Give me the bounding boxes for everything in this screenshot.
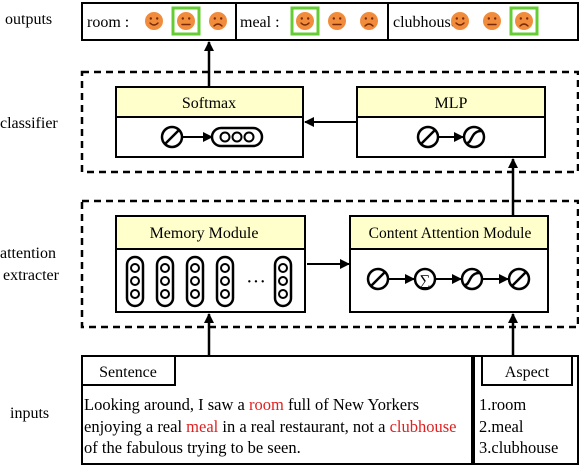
happy-face-icon: [145, 12, 163, 30]
sentence-segment: of the fabulous trying to be seen.: [84, 438, 301, 457]
output-label-clubhouse: clubhouse :: [393, 14, 466, 31]
memory-slot-icon: [125, 255, 145, 308]
memory-slot-icon: [155, 255, 175, 308]
sentence-segment: Looking around, I saw a: [84, 395, 249, 414]
aspect-item: 3.clubhouse: [479, 438, 559, 457]
sentence-title: Sentence: [99, 364, 157, 381]
sentence-segment: full of New Yorkers enjoying a real: [84, 395, 420, 436]
label-attention: attention: [0, 245, 56, 262]
attention-region: [80, 199, 579, 329]
label-extracter: extracter: [3, 267, 60, 284]
memory-ellipsis: ···: [246, 271, 266, 293]
neutral-face-icon: [328, 12, 346, 30]
content-attention-title: Content Attention Module: [369, 225, 532, 242]
label-classifier: classifier: [0, 115, 58, 132]
aspect-item: 1.room: [479, 395, 527, 414]
aspect-list: 1.room 2.meal 3.clubhouse: [479, 394, 579, 459]
sad-face-icon: [509, 6, 539, 36]
memory-module-title: Memory Module: [150, 225, 259, 242]
mlp-title: MLP: [435, 95, 468, 112]
softmax-module: Softmax: [115, 86, 304, 158]
output-label-meal: meal :: [240, 14, 280, 31]
neutral-face-icon: [483, 12, 501, 30]
svg-text:∑: ∑: [420, 273, 431, 289]
highlighted-aspect-term: clubhouse: [389, 416, 457, 436]
aspect-title: Aspect: [505, 364, 550, 381]
highlighted-aspect-term: meal: [186, 416, 219, 436]
happy-face-icon: [290, 6, 320, 36]
label-inputs: inputs: [10, 405, 49, 422]
sentence-text: Looking around, I saw a room full of New…: [84, 394, 474, 459]
outputs-bar: room : meal : clubhouse :: [81, 2, 579, 41]
aspect-item: 2.meal: [479, 416, 524, 436]
happy-face-icon: [451, 12, 469, 30]
classifier-region: [80, 70, 579, 174]
neutral-face-icon: [171, 6, 201, 36]
memory-slot-icon: [215, 255, 235, 308]
softmax-title: Softmax: [182, 95, 236, 112]
softmax-output-vector-icon: [210, 126, 264, 148]
output-label-room: room :: [87, 14, 129, 31]
content-attention-module: Content Attention Module ∑: [349, 215, 549, 313]
sad-face-icon: [360, 12, 378, 30]
sentence-panel: Sentence: [81, 355, 473, 465]
memory-slots: [125, 255, 293, 308]
highlighted-aspect-term: room: [248, 395, 284, 414]
sad-face-icon: [209, 12, 227, 30]
memory-slot-icon: [185, 255, 205, 308]
sentence-segment: in a real restaurant, not a: [218, 416, 390, 436]
label-outputs: outputs: [5, 11, 52, 28]
mlp-module: MLP: [356, 86, 546, 158]
memory-module: Memory Module ···: [115, 215, 306, 313]
aspect-panel: Aspect: [473, 355, 579, 465]
memory-slot-icon: [273, 255, 293, 308]
